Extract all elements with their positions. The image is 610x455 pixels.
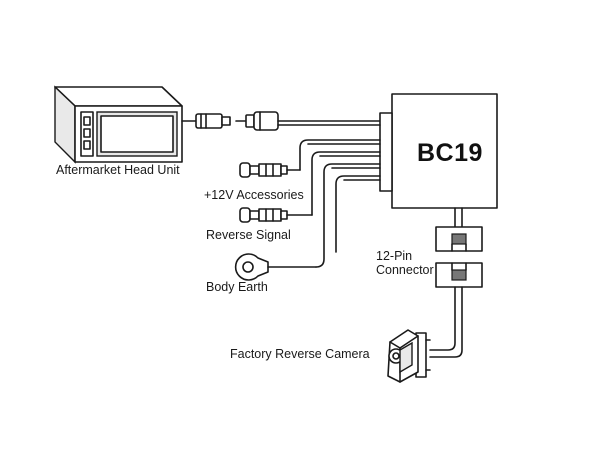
head-unit-rca-plug-icon [181, 113, 231, 129]
body-earth-label: Body Earth [206, 280, 268, 294]
reverse-camera-icon [387, 329, 431, 383]
head-unit-icon [54, 85, 183, 164]
accessories-connector-icon [239, 139, 381, 178]
reverse-signal-connector-icon [239, 151, 381, 223]
module-title: BC19 [417, 139, 483, 167]
head-unit-label: Aftermarket Head Unit [56, 163, 180, 177]
camera-label: Factory Reverse Camera [230, 347, 370, 361]
module-rca-plug-icon [235, 111, 381, 131]
reverse-signal-label: Reverse Signal [206, 228, 291, 242]
connector-label: 12-Pin Connector [376, 249, 434, 277]
body-earth-terminal-icon [234, 163, 381, 281]
camera-power-wire [335, 175, 381, 253]
camera-cable-2 [429, 286, 463, 358]
accessories-label: +12V Accessories [204, 188, 304, 202]
bc19-module [379, 93, 498, 209]
wire-bundle [277, 124, 381, 181]
twelve-pin-connector-icon [435, 226, 483, 288]
camera-cable [429, 286, 456, 351]
